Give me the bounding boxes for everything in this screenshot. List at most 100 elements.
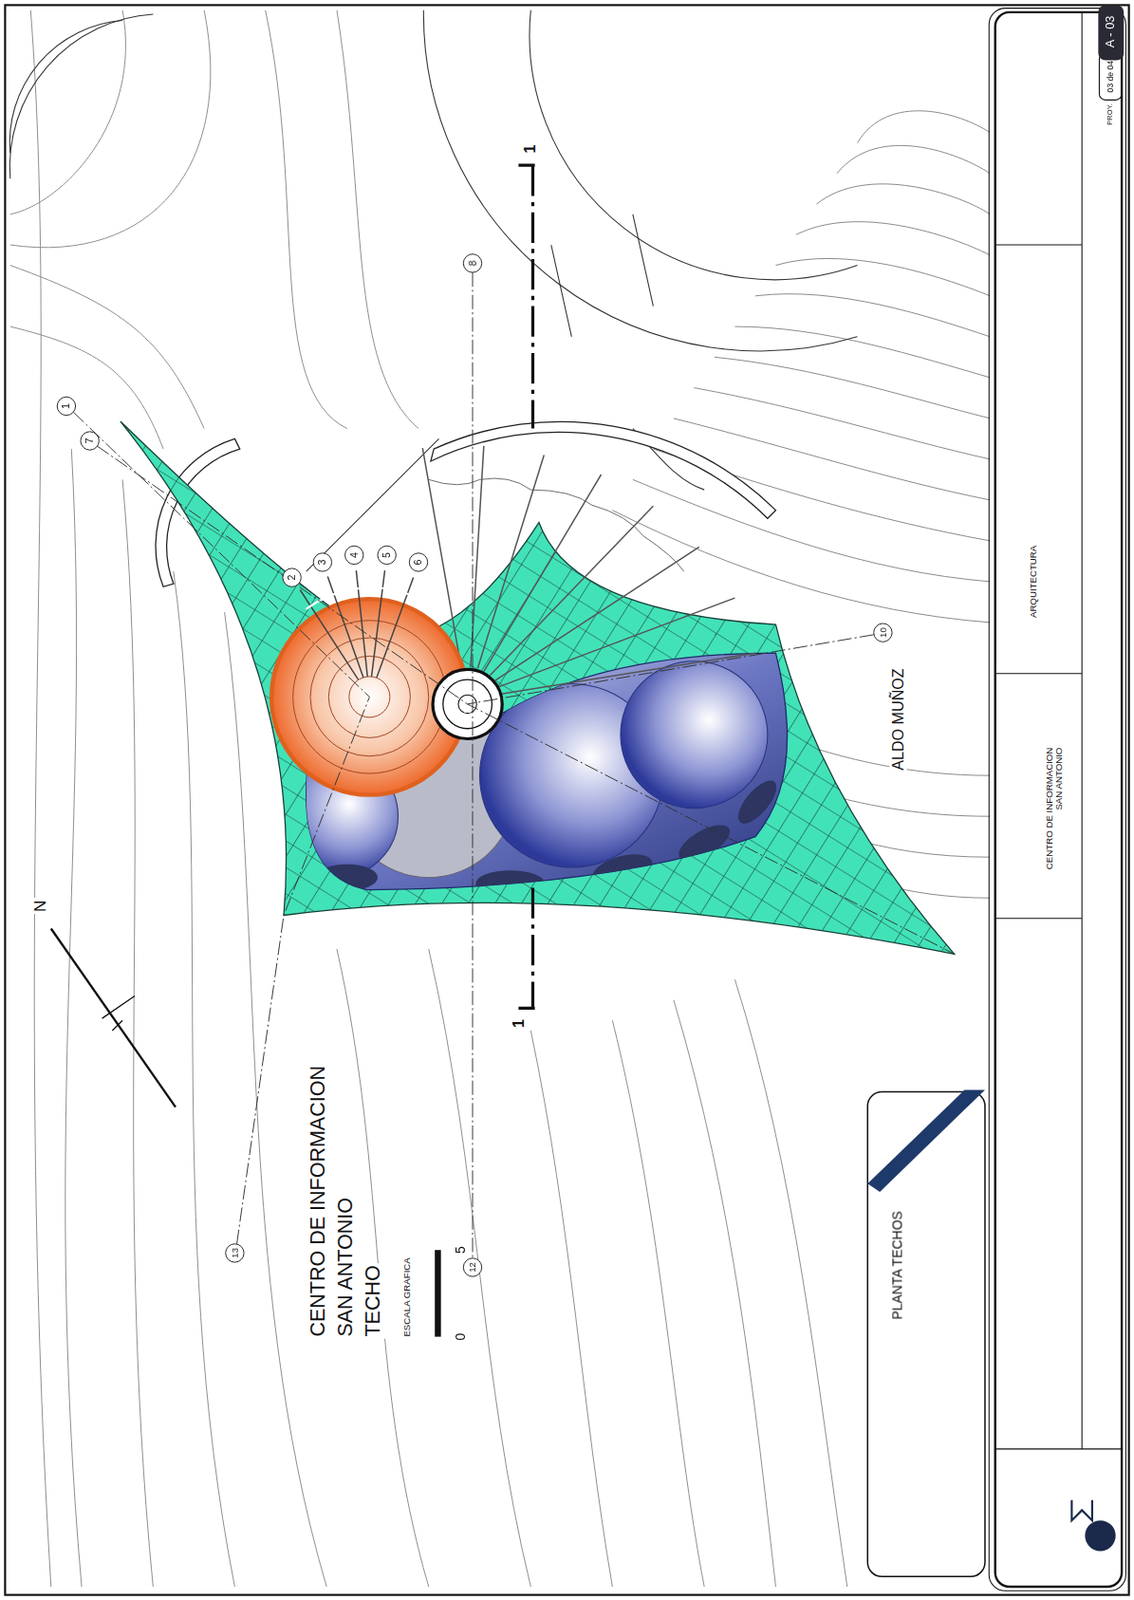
section-mark: 1 [509,1017,528,1030]
contour [10,326,164,449]
contour [714,356,990,419]
scale-bar [434,1249,441,1337]
dome-shadow [731,774,783,830]
section-mark: 1 [520,142,540,155]
fan-arc [306,587,414,610]
dome-shadow [475,870,545,897]
tensile-membrane [120,421,955,954]
axis-bubble [282,568,301,587]
contour [10,10,211,248]
sheet-border [4,4,1129,1595]
contour [30,10,52,1587]
sheet-title: TECHO [359,1263,388,1339]
axis-bubble [463,1258,482,1277]
fan-edge [428,478,685,572]
dome-shadow [673,817,736,868]
axis-bubble [313,553,332,572]
contour [857,111,991,144]
contour [816,184,990,215]
sheet-label: PROY. [1106,103,1116,125]
contour [122,479,153,1587]
north-letter: N [31,897,51,914]
title-frame [988,8,1126,1592]
path-edge [306,438,440,572]
drawing-title: PLANTA TECHOS [891,1208,907,1322]
contour [673,1000,777,1587]
sheet-count: 03 de 04 [1105,60,1116,93]
logo-mark [1084,1520,1116,1551]
contour [673,418,990,501]
contour [734,979,847,1587]
callout-number: 13 [229,1247,241,1259]
contour [336,10,419,429]
name-frame [867,1092,986,1578]
callout-number: 10 [877,627,889,638]
callout-number: 1 [60,403,73,409]
callout-number: 3 [316,558,329,565]
contour [612,1020,705,1587]
axis-line [96,446,955,954]
section-line [518,165,535,1008]
contour [632,479,990,582]
membrane-grid [120,421,955,954]
callout-number: 2 [285,575,298,581]
section-bracket [518,165,535,1008]
axis-line [237,696,371,1244]
axis-bubble [463,254,482,273]
title-accent [867,1089,986,1192]
axis-bubble [345,545,364,564]
contour [65,448,82,1587]
sheet-title: CENTRO DE INFORMACION [304,1063,333,1339]
title-divider [995,12,1122,1450]
axis-lines [73,272,954,1258]
project-name: CENTRO DE INFORMACION SAN ANTONIO [1043,744,1065,877]
north-line [51,928,176,1107]
contour [10,265,205,429]
contour [265,10,348,429]
axis-bubble [873,623,893,642]
site-circles [9,10,857,572]
axis-bubble [80,431,99,450]
scale-number: 0 [453,1331,469,1343]
axis-bubble [408,553,428,572]
plaza-line [551,214,654,337]
sheet-number: A - 03 [1103,15,1118,48]
axis-line [472,272,474,1258]
axis-line [467,634,874,705]
contour [10,10,127,215]
dome-shadow [316,864,378,892]
axis-bubble [377,545,396,564]
axis-bubbles [56,254,893,1277]
callout-number: 7 [83,438,95,445]
contour [836,145,990,173]
north-tick [102,995,135,1031]
plaza-arc [9,20,123,154]
contour [428,948,532,1587]
sheet-number-tab [1097,4,1124,60]
callout-number: 12 [466,1262,478,1273]
axis-bubble [56,396,75,415]
sheet-title: SAN ANTONIO [332,1195,360,1339]
callout-number: 4 [348,552,360,558]
plaza-arc [9,14,153,179]
axis-bubble [225,1244,244,1263]
scale-title: ESCALA GRAFICA [393,1255,422,1339]
plaza-arc [529,10,858,280]
logo-mark [1071,1500,1093,1522]
dome [620,661,768,809]
contour [173,571,236,1587]
title-frame [995,12,1122,1587]
author-name: ALDO MUÑOZ [889,666,908,773]
contour [734,326,990,378]
orange-fan [299,570,413,680]
section-cut [531,165,535,1008]
callout-number: 6 [412,558,425,565]
title-block [867,8,1126,1592]
callout-number: 8 [466,260,479,266]
axis-line [73,411,370,697]
dome-shadow [589,848,656,891]
contour [796,222,990,256]
north-arrow [51,928,176,1107]
